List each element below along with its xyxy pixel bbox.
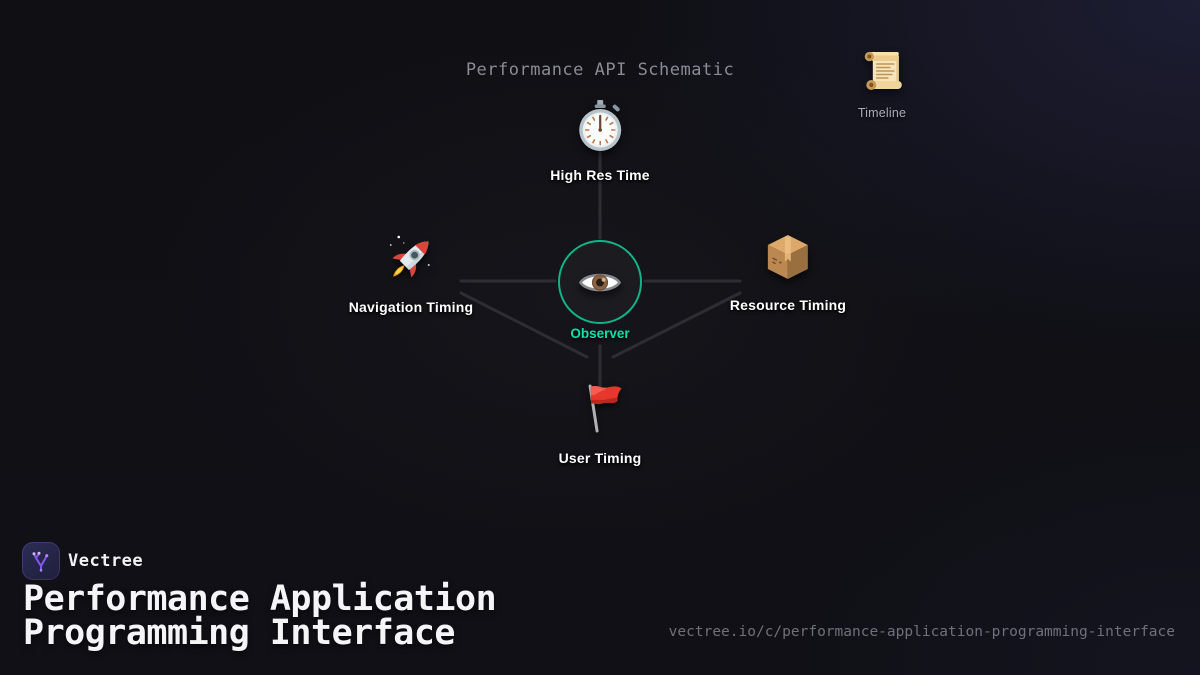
node-resource-timing: Resource Timing (730, 232, 846, 313)
eye-icon (578, 269, 622, 296)
observer-circle (558, 240, 642, 324)
node-navigation-timing: Navigation Timing (349, 232, 474, 315)
flag-icon (577, 383, 623, 433)
footer-url: vectree.io/c/performance-application-pro… (668, 624, 1175, 640)
vectree-logo (22, 542, 60, 580)
stopwatch-icon (577, 100, 623, 154)
brand-name: Vectree (68, 551, 144, 571)
node-label-high-res-time: High Res Time (550, 167, 650, 183)
node-label-navigation-timing: Navigation Timing (348, 299, 474, 315)
node-label-timeline: Timeline (857, 106, 907, 120)
package-icon (762, 232, 814, 282)
poster-title-line1: Performance Application (23, 579, 497, 619)
node-user-timing: User Timing (559, 383, 642, 466)
poster-title-line2: Programming Interface (23, 613, 456, 653)
observer-label: Observer (570, 326, 630, 341)
page-title: Performance API Schematic (465, 60, 735, 80)
vectree-branch-icon (32, 551, 49, 572)
node-label-user-timing: User Timing (558, 450, 642, 466)
node-observer: Observer (558, 240, 642, 341)
node-label-resource-timing: Resource Timing (729, 297, 847, 313)
scroll-icon (859, 47, 905, 93)
rocket-icon (384, 232, 438, 286)
node-timeline: Timeline (858, 47, 906, 120)
poster-title: Performance Application Programming Inte… (23, 579, 497, 653)
node-high-res-time: High Res Time (550, 100, 650, 183)
